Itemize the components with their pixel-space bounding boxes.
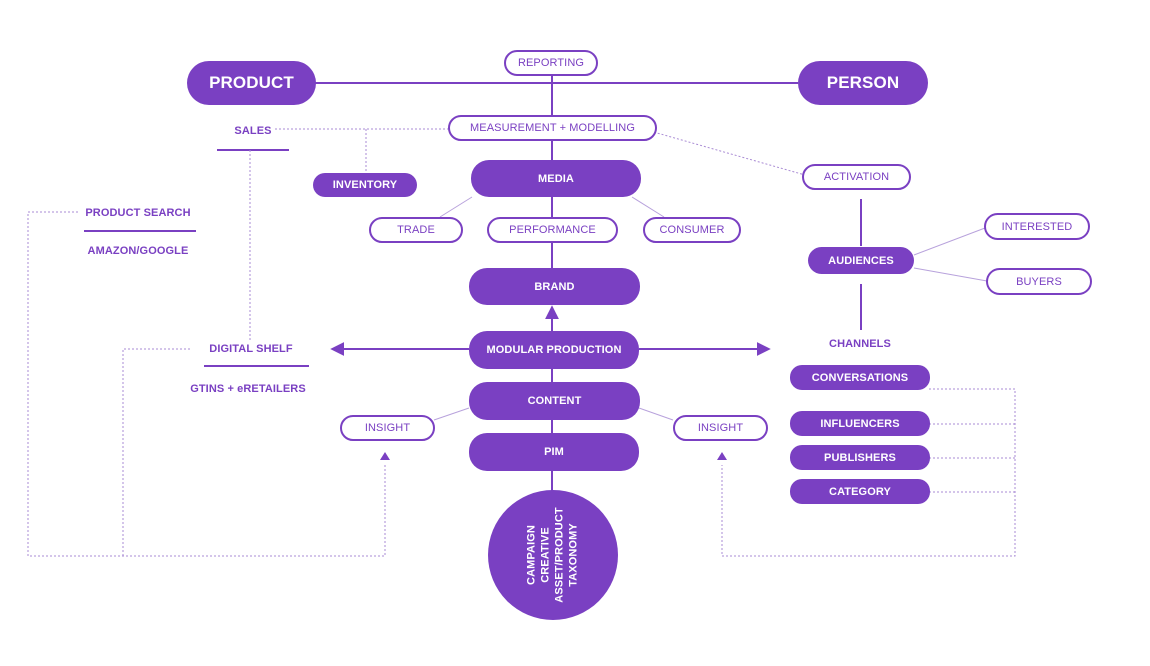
buyers-node: BUYERS (986, 268, 1092, 295)
circle-text: CAMPAIGN CREATIVE ASSET/PRODUCT TAXONOMY (525, 507, 581, 602)
consumer-node: CONSUMER (643, 217, 741, 243)
circle-line-campaign: CAMPAIGN (525, 525, 538, 585)
product-search-label: PRODUCT SEARCH (85, 207, 191, 219)
activation-node: ACTIVATION (802, 164, 911, 190)
publishers-node: PUBLISHERS (790, 445, 930, 470)
product-node: PRODUCT (187, 61, 316, 105)
circle-line-creative: CREATIVE (539, 527, 552, 583)
trade-node: TRADE (369, 217, 463, 243)
insight-right-node: INSIGHT (673, 415, 768, 441)
modular-production-node: MODULAR PRODUCTION (469, 331, 639, 369)
inventory-node: INVENTORY (313, 173, 417, 197)
influencers-node: INFLUENCERS (790, 411, 930, 436)
pim-node: PIM (469, 433, 639, 471)
audiences-node: AUDIENCES (808, 247, 914, 274)
measurement-modelling-node: MEASUREMENT + MODELLING (448, 115, 657, 141)
circle-line-asset-product: ASSET/PRODUCT (553, 507, 566, 603)
circle-line-taxonomy: TAXONOMY (567, 523, 580, 587)
gtins-eretailers-label: GTINS + eRETAILERS (190, 383, 306, 395)
media-node: MEDIA (471, 160, 641, 197)
performance-node: PERFORMANCE (487, 217, 618, 243)
channels-label: CHANNELS (829, 338, 891, 350)
sales-label: SALES (234, 125, 272, 137)
conversations-node: CONVERSATIONS (790, 365, 930, 390)
interested-node: INTERESTED (984, 213, 1090, 240)
category-node: CATEGORY (790, 479, 930, 504)
digital-shelf-label: DIGITAL SHELF (209, 343, 293, 355)
content-node: CONTENT (469, 382, 640, 420)
person-node: PERSON (798, 61, 928, 105)
brand-node: BRAND (469, 268, 640, 305)
taxonomy-circle: CAMPAIGN CREATIVE ASSET/PRODUCT TAXONOMY (488, 490, 618, 620)
insight-left-node: INSIGHT (340, 415, 435, 441)
amazon-google-label: AMAZON/GOOGLE (87, 245, 189, 257)
reporting-node: REPORTING (504, 50, 598, 76)
